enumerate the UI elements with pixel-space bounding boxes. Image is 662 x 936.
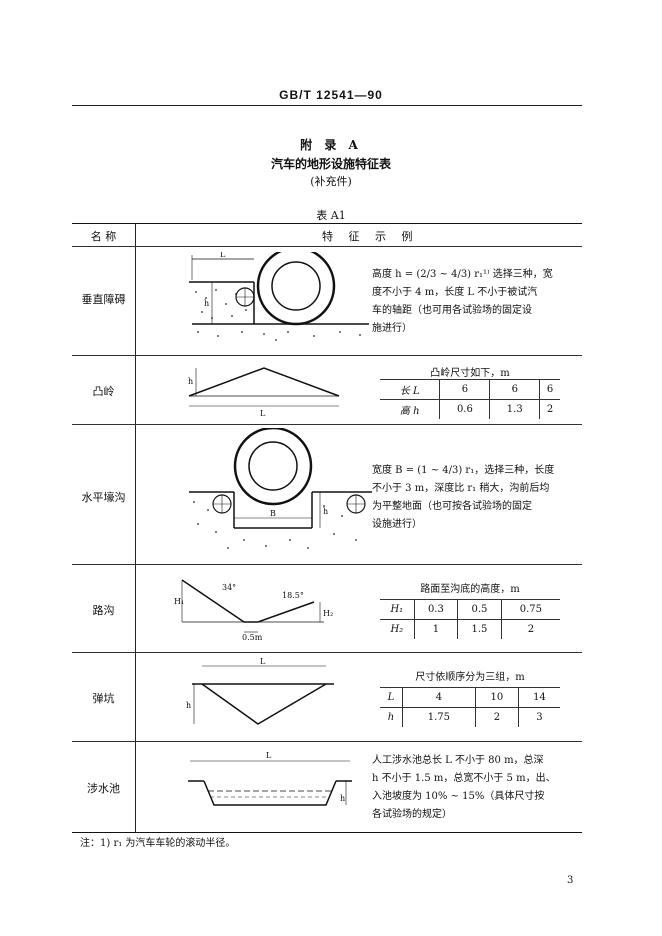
angle-label-left: 34° [222, 583, 236, 592]
ridge-table-caption: 凸岭尺寸如下，m [430, 368, 510, 379]
annex-title: 汽车的地形设施特征表 [270, 157, 391, 171]
dimension-label-h: h [340, 794, 345, 803]
row-name-crater: 弹坑 [92, 692, 115, 705]
crater-table-caption: 尺寸依顺序分为三组，m [415, 672, 525, 683]
ridge-dimension-table: 长 L 6 6 6 高 h 0.6 1.3 2 [380, 379, 560, 419]
table-cell: 6 [489, 379, 541, 400]
table-row-label: 长 L [380, 379, 441, 400]
angle-label-right: 18.5° [282, 591, 304, 600]
table-row-label: h [380, 707, 403, 727]
description-line: 人工涉水池总长 L 不小于 80 m，总深 [372, 755, 544, 766]
crater-dimension-table: L 4 10 14 h 1.75 2 3 [380, 687, 560, 727]
table-cell: 10 [475, 687, 519, 708]
table-cell: 1.5 [457, 619, 502, 639]
table-cell: 2 [501, 619, 560, 639]
table-cell: 4 [402, 687, 476, 708]
table-cell: 6 [539, 379, 560, 400]
crater-diagram: L h [186, 657, 334, 725]
table-title: 表 A1 [316, 209, 346, 222]
row-name-wading-pool: 涉水池 [87, 782, 120, 795]
description-line: 宽度 B = (1 ~ 4/3) r₁，选择三种，长度 [372, 465, 555, 476]
row-divider [72, 564, 582, 565]
annex-subtitle: (补充件) [310, 175, 352, 188]
description-line: 度不小于 4 m，长度 L 不小于被试汽 [372, 287, 538, 298]
table-cell: 0.3 [414, 599, 459, 620]
description-line: 施进行） [372, 323, 412, 334]
dimension-label-H2: H₂ [323, 609, 333, 618]
dimension-label-H1: H₁ [174, 597, 184, 606]
description-line: 不小于 3 m，深度比 r₁ 稍大，沟前后均 [372, 483, 550, 494]
standard-number: GB/T 12541—90 [279, 88, 383, 102]
row-divider [72, 355, 582, 356]
roadside-ditch-diagram: H₁ H₂ 34° 18.5° 0.5m [174, 579, 333, 642]
table-row-label: H₂ [380, 619, 415, 639]
dimension-label-L: L [220, 252, 226, 259]
table-cell: 0.75 [501, 599, 560, 620]
dimension-label-h: h [186, 701, 191, 710]
dimension-label-h: h [204, 299, 209, 308]
dimension-label-h: h [323, 507, 328, 516]
row-name-vertical-obstacle: 垂直障碍 [81, 293, 126, 306]
wading-pool-description: 人工涉水池总长 L 不小于 80 m，总深 h 不小于 1.5 m，总宽不小于 … [372, 752, 556, 824]
table-row-label: 高 h [380, 399, 441, 419]
dimension-label-bottom: 0.5m [242, 633, 263, 642]
table-row-label: H₁ [380, 599, 415, 620]
table-cell: 0.5 [457, 599, 502, 620]
row-name-roadside-ditch: 路沟 [92, 604, 115, 617]
description-line: 车的轴距（也可用各试验场的固定设 [372, 305, 532, 316]
row-name-horizontal-trench: 水平壕沟 [81, 491, 126, 504]
dimension-label-L: L [260, 409, 266, 418]
horizontal-trench-description: 宽度 B = (1 ~ 4/3) r₁，选择三种，长度 不小于 3 m，深度比 … [372, 462, 554, 534]
description-line: h 不小于 1.5 m，总宽不小于 5 m，出、 [372, 773, 556, 784]
description-line: 入池坡度为 10% ~ 15%（具体尺寸按 [372, 791, 545, 802]
dimension-label-B: B [270, 509, 276, 518]
row-name-ridge: 凸岭 [92, 385, 115, 398]
horizontal-trench-diagram: B h [189, 428, 372, 549]
ditch-table-caption: 路面至沟底的高度，m [420, 584, 520, 595]
page-number: 3 [567, 875, 574, 886]
table-cell: 14 [518, 687, 560, 708]
dimension-label-L: L [266, 751, 272, 760]
table-cell: 3 [518, 707, 560, 727]
row-divider [72, 741, 582, 742]
column-header-name: 名 称 [90, 230, 117, 243]
footnote: 注：1) r₁ 为汽车车轮的滚动半径。 [80, 838, 236, 849]
row-divider [72, 652, 582, 653]
description-line: 设施进行） [372, 519, 422, 530]
description-line: 高度 h = (2/3 ~ 4/3) r₁¹⁾ 选择三种，宽 [372, 269, 553, 280]
wading-pool-diagram: L h [188, 751, 352, 806]
ditch-dimension-table: H₁ 0.3 0.5 0.75 H₂ 1 1.5 2 [380, 599, 560, 639]
table-cell: 2 [539, 399, 560, 419]
column-divider [135, 224, 136, 832]
table-cell: 1.3 [489, 399, 541, 419]
table-cell: 6 [439, 379, 491, 400]
vertical-obstacle-description: 高度 h = (2/3 ~ 4/3) r₁¹⁾ 选择三种，宽 度不小于 4 m，… [372, 266, 553, 338]
table-cell: 1 [414, 619, 459, 639]
header-rule [72, 105, 582, 106]
table-row-label: L [380, 687, 403, 708]
dimension-label-h: h [188, 377, 193, 386]
description-line: 各试验场的规定） [372, 809, 452, 820]
table-cell: 2 [475, 707, 519, 727]
column-header-feature: 特 征 示 例 [322, 230, 419, 243]
dimension-label-L: L [260, 657, 266, 666]
table-cell: 1.75 [402, 707, 476, 727]
table-cell: 0.6 [439, 399, 491, 419]
ridge-diagram: h L [188, 367, 340, 418]
annex-label: 附 录 A [300, 138, 362, 152]
description-line: 为平整地面（也可按各试验场的固定 [372, 501, 532, 512]
row-divider [72, 246, 582, 247]
vertical-obstacle-diagram: L h [189, 252, 369, 341]
row-divider [72, 424, 582, 425]
feature-table: 名 称 特 征 示 例 垂直障碍 L h [72, 223, 582, 833]
